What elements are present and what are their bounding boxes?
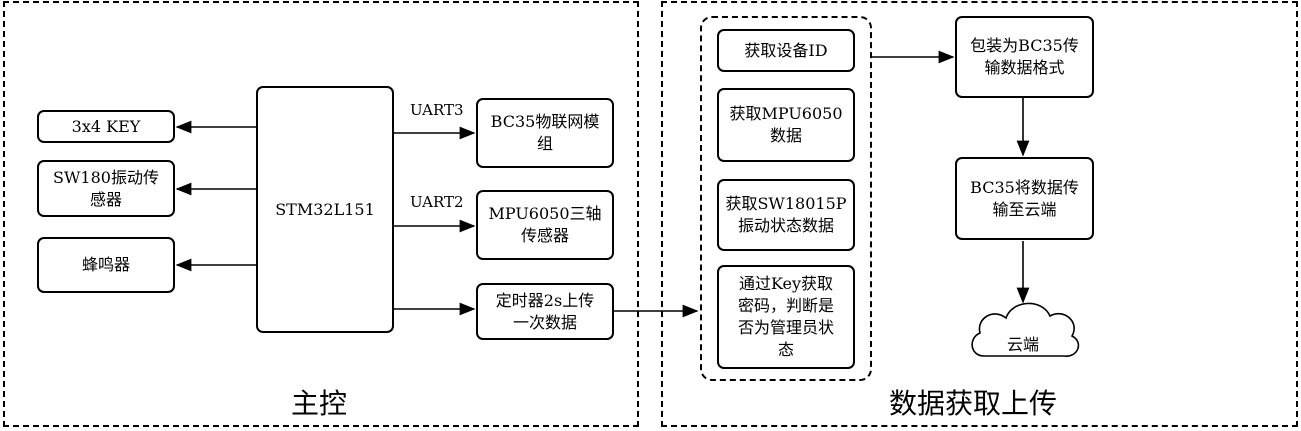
bc35-send-cloud-box: BC35将数据传 输至云端: [955, 157, 1094, 240]
uart3-label: UART3: [410, 101, 464, 119]
pack-bc35-format-box: 包装为BC35传 输数据格式: [955, 16, 1094, 98]
step-get-vibration-data: 获取SW18015P 振动状态数据: [717, 179, 855, 251]
uart2-label: UART2: [410, 193, 464, 211]
cloud-label: 云端: [1007, 335, 1040, 354]
acquisition-steps-group: [700, 16, 872, 381]
cloud-icon: [971, 302, 1080, 357]
key-box: 3x4 KEY: [37, 110, 175, 143]
data-upload-panel: [661, 1, 1298, 427]
step-get-mpu6050-data: 获取MPU6050 数据: [717, 88, 855, 162]
mpu6050-box: MPU6050三轴 传感器: [476, 190, 614, 260]
buzzer-box: 蜂鸣器: [37, 237, 175, 293]
main-control-title: 主控: [291, 387, 348, 420]
bc35-module-box: BC35物联网模 组: [476, 98, 614, 168]
main-control-panel: [3, 1, 639, 427]
timer-box: 定时器2s上传 一次数据: [476, 283, 614, 340]
step-get-device-id: 获取设备ID: [717, 29, 855, 72]
vibration-sensor-box: SW180振动传 感器: [37, 160, 175, 217]
data-upload-title: 数据获取上传: [889, 387, 1058, 420]
step-admin-check: 通过Key获取 密码，判断是 否为管理员状 态: [717, 265, 855, 369]
mcu-box: STM32L151: [256, 86, 394, 333]
